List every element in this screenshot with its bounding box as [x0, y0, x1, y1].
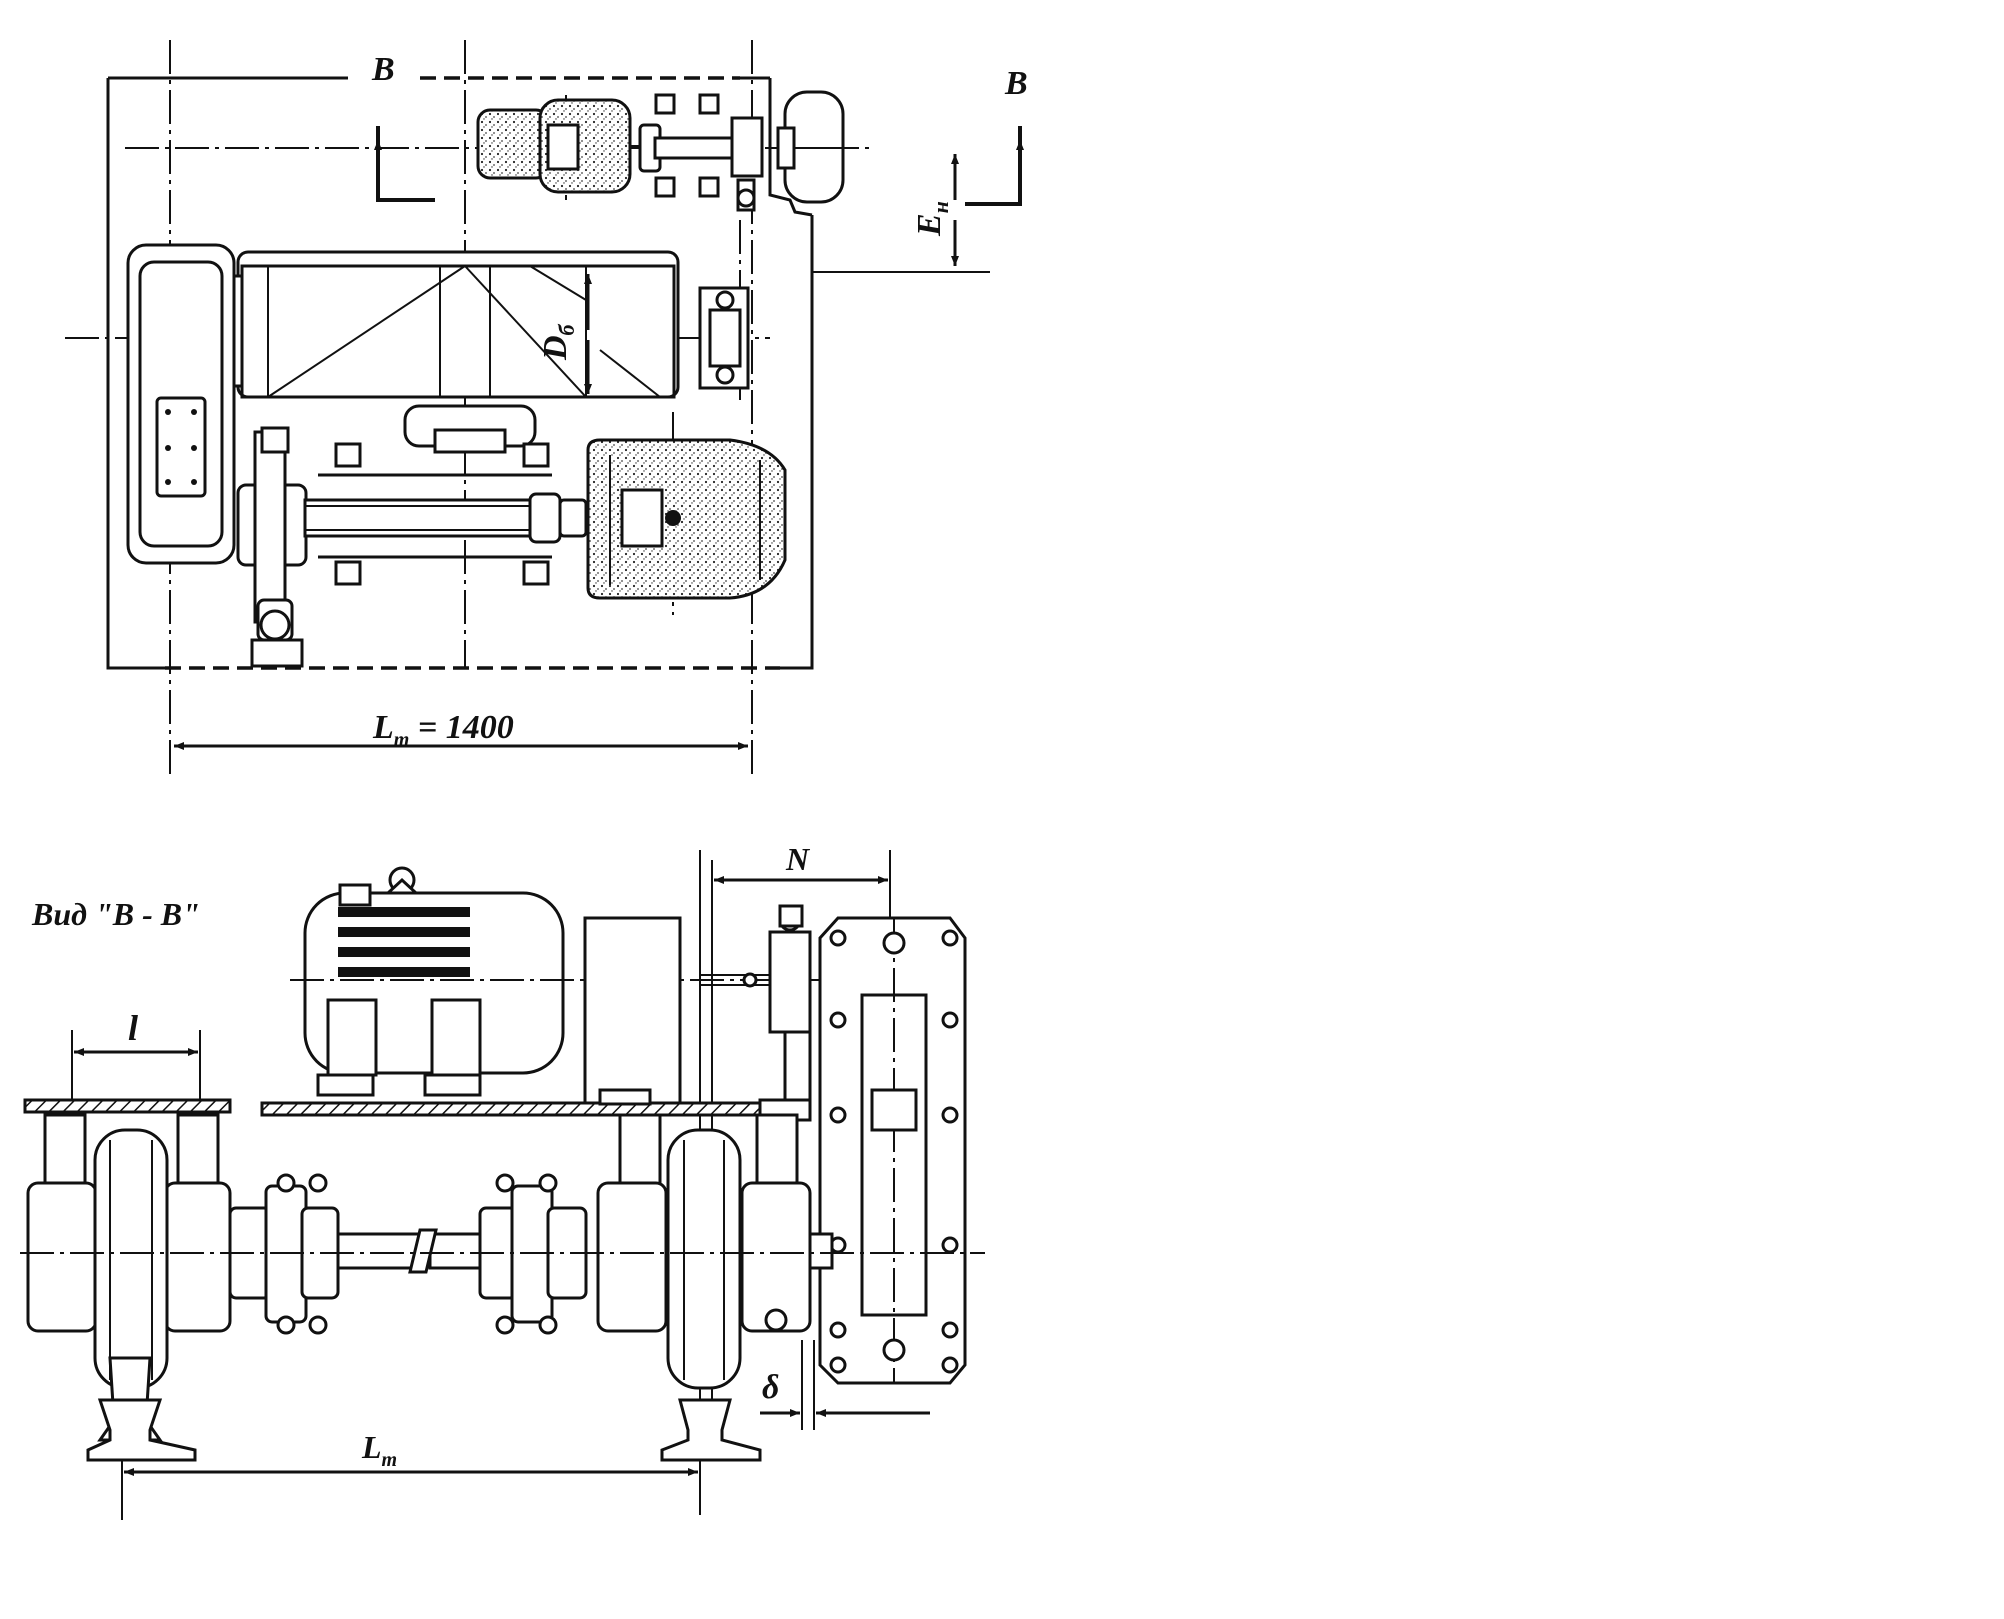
section-mark-right: [965, 126, 1024, 206]
right-wheel-assembly: [596, 1113, 834, 1390]
section-view: Вид "В - В": [20, 841, 985, 1520]
drum-bearing-right: [698, 286, 750, 390]
dim-en: [812, 154, 990, 273]
drum-end-side: [583, 916, 682, 1106]
dim-en-main: E: [911, 213, 948, 237]
small-shaft-assembly: [638, 93, 764, 212]
main-motor-side: [290, 866, 850, 1097]
plan-view: B B Eн Dб Lт = 1400: [65, 40, 1028, 776]
svg-text:Dб: Dб: [537, 323, 579, 361]
dim-lt-bottom-sub: т: [382, 1449, 398, 1471]
right-rail: [660, 1398, 762, 1462]
dim-lt-bottom-label: Lт: [361, 1429, 397, 1471]
dim-en-sub: н: [928, 201, 953, 213]
dim-n-label: N: [785, 841, 811, 877]
left-rail: [86, 1398, 197, 1462]
main-motor-plan: [586, 438, 787, 600]
trolley-frame-outline: [106, 76, 814, 670]
section-mark-left: [374, 126, 435, 202]
view-title: Вид "В - В": [31, 896, 200, 932]
main-brake-plan: [236, 426, 308, 668]
left-wheel-assembly: [26, 1113, 232, 1442]
dim-lt-top-sub: т: [394, 729, 410, 751]
main-shaft-plan: [303, 442, 588, 586]
dim-lt-top-main: L: [372, 709, 394, 746]
dim-lt-top-label: Lт = 1400: [372, 709, 514, 751]
dim-db-label: Dб: [537, 323, 579, 361]
section-mark-right-label: B: [1004, 65, 1028, 102]
svg-text:Eн: Eн: [911, 201, 953, 237]
section-mark-left-label: B: [371, 51, 395, 88]
small-brake-wheel: [770, 90, 855, 204]
main-reducer-plan: [126, 243, 236, 565]
dim-en-label: Eн: [911, 201, 953, 237]
dim-lt-bottom-main: L: [361, 1429, 382, 1465]
dim-db-main: D: [537, 335, 574, 361]
dim-l-label: l: [128, 1008, 138, 1048]
brake-side: [700, 904, 812, 1122]
dim-delta-label: δ: [762, 1369, 779, 1406]
dim-lt-top-value: = 1400: [409, 709, 513, 746]
hoist-small-motor: [476, 98, 660, 194]
reducer-side: [818, 916, 967, 1385]
platform-plate: [23, 1098, 809, 1117]
hoist-drum: [226, 250, 680, 399]
dim-db-sub: б: [554, 323, 579, 335]
rope-block: [403, 404, 537, 454]
